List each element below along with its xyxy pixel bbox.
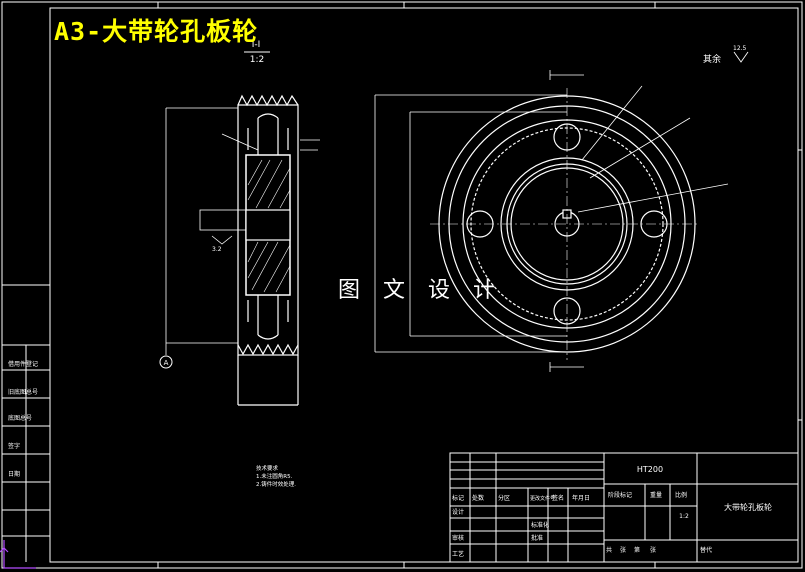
section-label: I-I [252, 40, 261, 50]
roughness-symbol [733, 51, 749, 63]
tech-req-line: 1.未注圆角R5. [256, 472, 293, 480]
tech-req-line: 2.铸件时效处理. [256, 480, 296, 488]
stage-label: 阶段标记 [608, 491, 632, 499]
roughness-value: 12.5 [733, 45, 747, 52]
header-label: 分区 [498, 494, 510, 502]
strip-label: 借用件登记 [8, 360, 38, 368]
header-label: 签名 [552, 494, 564, 502]
roughness-note: 其余 [703, 53, 721, 65]
surface-mark: 3.2 [212, 246, 222, 253]
drawing-title: A3-大带轮孔板轮 [54, 17, 259, 46]
row-label: 标准化 [531, 521, 549, 529]
title-block-text: HT200 大带轮孔板轮 1:2 标记 处数 分区 更改文件号 签名 年月日 阶… [452, 465, 772, 558]
header-label: 年月日 [572, 494, 590, 502]
sheet-label: 张 [650, 546, 656, 554]
sheet-label: 第 [634, 546, 640, 554]
left-register-strip [2, 345, 50, 562]
row-label: 批准 [531, 534, 543, 542]
watermark-text: 图 文 设 计 [338, 278, 503, 303]
pulley-section-view [237, 94, 299, 406]
section-dimensions [165, 107, 320, 355]
strip-label: 签字 [8, 442, 20, 450]
scale-value: 1:2 [679, 513, 689, 520]
stage-label: 比例 [675, 491, 687, 499]
title-block [449, 452, 799, 563]
section-scale: 1:2 [250, 55, 264, 65]
purple-corner-mark [0, 540, 36, 569]
datum-label: A [164, 359, 169, 367]
strip-label: 旧底图总号 [8, 388, 38, 396]
strip-label: 底图总号 [8, 414, 32, 422]
header-label: 标记 [452, 494, 464, 502]
datum-circle [159, 355, 173, 369]
row-label: 审核 [452, 534, 464, 542]
row-label: 设计 [452, 508, 464, 516]
stage-label: 重量 [650, 491, 662, 499]
material-label: HT200 [637, 465, 663, 474]
sheet-label: 替代 [700, 546, 712, 554]
sheet-label: 共 [606, 546, 612, 554]
header-label: 处数 [472, 494, 484, 502]
left-strip-labels: 借用件登记 旧底图总号 底图总号 签字 日期 [8, 360, 38, 478]
tech-req-title: 技术要求 [256, 464, 279, 472]
drawing-name: 大带轮孔板轮 [724, 502, 772, 512]
header-label: 更改文件号 [530, 495, 555, 502]
row-label: 工艺 [452, 550, 464, 558]
front-dimensions [374, 70, 729, 372]
sheet-label: 张 [620, 546, 626, 554]
section-hatching [247, 159, 291, 293]
strip-label: 日期 [8, 470, 20, 478]
front-centerlines [430, 88, 700, 360]
